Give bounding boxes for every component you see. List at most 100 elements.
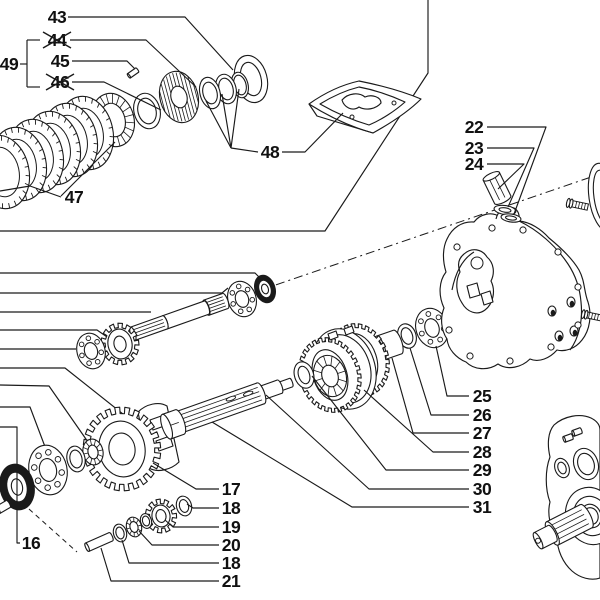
callout-46: 46 xyxy=(45,72,162,111)
gasket-hole-1 xyxy=(349,114,355,120)
callout-16: 16 xyxy=(0,426,41,553)
synchro-hub-splines xyxy=(312,354,348,398)
leader-line xyxy=(152,462,219,490)
leader-line xyxy=(311,375,469,471)
callout-21: 21 xyxy=(100,547,241,591)
ring-gear-edge xyxy=(587,162,600,232)
pto-opening xyxy=(572,447,600,481)
rear-bolt-1 xyxy=(547,305,557,317)
callout-label-48: 48 xyxy=(261,142,280,162)
synchro-key-2 xyxy=(343,325,355,336)
leader-line xyxy=(487,126,547,215)
leader-line xyxy=(164,519,219,528)
callout-23: 23 xyxy=(465,138,535,208)
callout-27: 27 xyxy=(391,357,492,443)
axis-line-2 xyxy=(28,508,78,553)
leader-line xyxy=(363,389,469,453)
idler-shaft xyxy=(129,292,230,341)
cropped-leader-1 xyxy=(0,272,264,282)
strike-x-mark xyxy=(42,31,72,49)
blocker-ring-29 xyxy=(293,361,315,389)
callout-20: 20 xyxy=(138,530,241,555)
gasket-blob xyxy=(341,93,382,110)
callout-43: 43 xyxy=(48,7,234,71)
parts xyxy=(0,54,600,580)
housing-bore xyxy=(470,256,484,270)
pto-shaft xyxy=(532,503,594,550)
callout-48: 48 xyxy=(205,88,344,162)
leader-line xyxy=(0,185,62,198)
callout-label-47: 47 xyxy=(65,187,83,207)
leader-line xyxy=(72,81,162,111)
washer-18b xyxy=(175,495,193,517)
axis-lines xyxy=(28,174,598,553)
housing-inner-arc xyxy=(451,251,475,291)
breather-plug xyxy=(482,171,512,205)
gasket-inner-rim xyxy=(319,86,406,126)
callout-31: 31 xyxy=(211,421,492,517)
callout-18: 18 xyxy=(121,539,241,573)
ball-bearing-25 xyxy=(415,307,449,349)
callout-45: 45 xyxy=(51,51,136,71)
pto-top-bolt-2 xyxy=(571,427,583,437)
callout-label-23: 23 xyxy=(465,138,484,158)
leader-line xyxy=(100,547,219,582)
callout-label-19: 19 xyxy=(222,517,241,537)
callout-24: 24 xyxy=(465,154,525,190)
leader-line xyxy=(221,93,232,149)
leader-line xyxy=(282,112,344,153)
callout-label-22: 22 xyxy=(465,117,484,137)
rear-bolt-3 xyxy=(554,330,564,342)
spacer-small xyxy=(139,513,153,529)
leader-line xyxy=(0,426,20,544)
idler-bearing-front xyxy=(76,332,106,370)
spacer-ring xyxy=(133,92,161,130)
cropped-leader-4 xyxy=(0,329,111,340)
leader-line xyxy=(230,147,259,153)
leader-line xyxy=(68,16,234,71)
dowel-pin xyxy=(0,499,12,515)
idler-pin-21 xyxy=(84,532,114,552)
callout-label-30: 30 xyxy=(473,479,492,499)
callout-18: 18 xyxy=(186,498,241,518)
leader-line xyxy=(70,39,197,88)
main-shaft xyxy=(160,377,294,440)
callout-44: 44 xyxy=(42,30,197,88)
callout-17: 17 xyxy=(152,462,241,499)
housing-bolt-2 xyxy=(580,309,600,322)
breather-washer-2 xyxy=(500,213,522,223)
housing-window-1 xyxy=(466,282,481,299)
leader-line xyxy=(205,100,232,149)
output-gear-17 xyxy=(82,406,162,492)
cropped-leader-8 xyxy=(0,406,48,453)
callout-label-45: 45 xyxy=(51,51,70,71)
callout-28: 28 xyxy=(363,389,492,462)
reverse-idler-gear xyxy=(100,322,140,366)
housing-window-2 xyxy=(480,290,494,306)
callout-label-27: 27 xyxy=(473,423,491,443)
callout-label-29: 29 xyxy=(473,460,492,480)
callout-19: 19 xyxy=(164,517,241,537)
callout-label-28: 28 xyxy=(473,442,492,462)
callout-label-25: 25 xyxy=(473,386,492,406)
housing-bolt-1 xyxy=(565,197,590,211)
callout-25: 25 xyxy=(435,345,492,406)
callout-label-43: 43 xyxy=(48,7,67,27)
callout-label-49: 49 xyxy=(0,54,19,74)
flange-bolt-holes xyxy=(445,224,582,365)
callout-label-18: 18 xyxy=(222,553,241,573)
leader-line xyxy=(72,60,136,70)
leader-line xyxy=(265,394,469,490)
leader-line xyxy=(391,357,469,434)
idler-bearing-rear xyxy=(227,280,257,318)
callout-30: 30 xyxy=(265,394,492,499)
callout-49: 49 xyxy=(0,39,40,88)
roll-pin xyxy=(126,67,140,79)
callout-label-17: 17 xyxy=(222,479,240,499)
clutch-disc-1 xyxy=(0,134,31,210)
rear-bolt-2 xyxy=(566,296,576,308)
callout-label-18: 18 xyxy=(222,498,241,518)
idler-bearing-dark xyxy=(254,274,276,304)
